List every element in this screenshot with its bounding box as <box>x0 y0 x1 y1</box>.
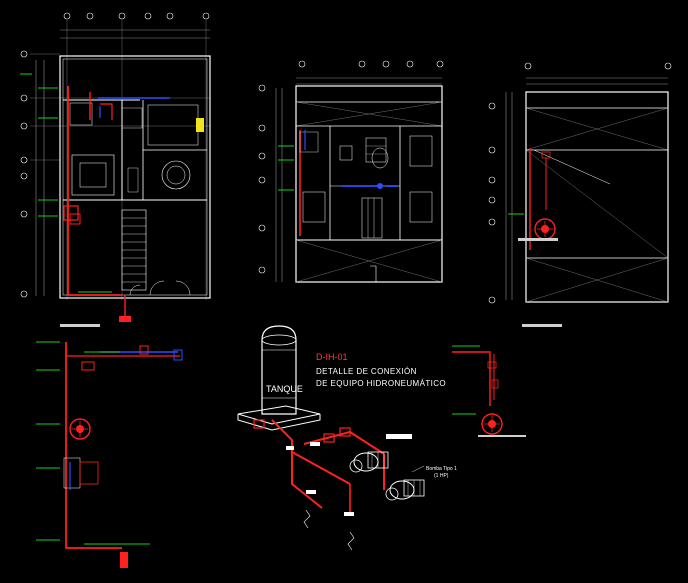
hydropneumatic-detail: TANQUE D-IH-01 DETALLE DE CONEXIÓN DE EQ… <box>237 325 457 551</box>
riser-diagram-left <box>36 341 183 568</box>
axis-marker-left <box>258 84 266 274</box>
tank-icon <box>237 325 321 431</box>
detail-title-line1: DETALLE DE CONEXIÓN <box>316 367 417 376</box>
pump-label-line1: Bomba Tipo 1 <box>426 466 457 472</box>
detail-code: D-IH-01 <box>316 352 348 362</box>
riser-diagram-right <box>452 345 526 437</box>
water-meter-icon <box>534 218 556 240</box>
tank-label: TANQUE <box>266 384 303 394</box>
axis-marker-left <box>488 102 496 304</box>
detail-title-line2: DE EQUIPO HIDRONEUMÁTICO <box>316 379 446 388</box>
section-right <box>488 62 672 327</box>
water-meter-icon <box>69 418 91 440</box>
axis-marker-top <box>63 12 210 20</box>
floor-plan-middle <box>258 60 444 283</box>
pump-icon <box>349 451 389 473</box>
pump-icon <box>385 479 425 501</box>
axis-marker-top <box>524 62 672 70</box>
axis-marker-top <box>298 60 444 68</box>
floor-plan-left <box>20 12 211 327</box>
water-meter-icon <box>481 413 503 435</box>
stairs <box>121 107 147 291</box>
pump-label-line2: (1 HP) <box>434 473 449 479</box>
axis-marker-left <box>20 50 28 298</box>
